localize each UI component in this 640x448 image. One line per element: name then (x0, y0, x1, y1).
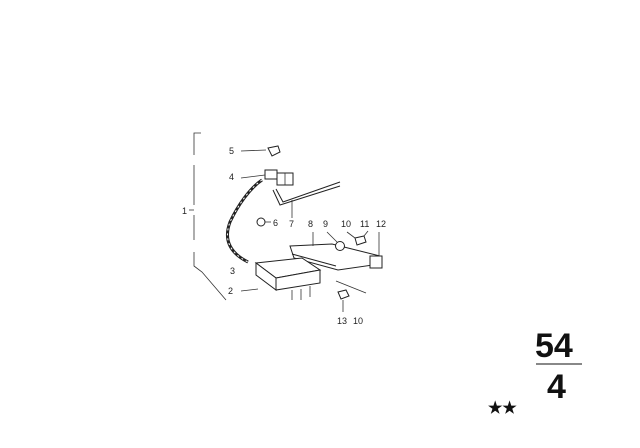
callout-11: 11 (360, 219, 369, 229)
callout-10-lower: 10 (353, 316, 363, 326)
callout-13: 13 (337, 316, 347, 326)
callout-7: 7 (289, 219, 294, 229)
lock-nut-part (335, 280, 367, 312)
clip-part (240, 145, 281, 157)
group-code-bottom: 4 (547, 368, 566, 406)
cable (225, 178, 263, 264)
callout-8: 8 (308, 219, 313, 229)
star-markers: ★★ (488, 400, 517, 417)
callout-3: 3 (230, 266, 235, 276)
callout-1: 1 (182, 206, 187, 216)
group-code-top: 54 (535, 327, 573, 365)
callout-12: 12 (376, 219, 386, 229)
fastener-parts (326, 230, 383, 269)
rod-part (272, 181, 341, 218)
callout-10: 10 (341, 219, 351, 229)
callout-9: 9 (323, 219, 328, 229)
callout-6: 6 (273, 218, 278, 228)
control-unit (240, 257, 322, 300)
group-code: 54 4 ★★ (488, 327, 582, 417)
connector-part (240, 169, 294, 186)
callout-5: 5 (229, 146, 234, 156)
assembly-bracket (189, 132, 227, 301)
callout-2: 2 (228, 286, 233, 296)
nut-part (256, 217, 271, 227)
callout-4: 4 (229, 172, 234, 182)
